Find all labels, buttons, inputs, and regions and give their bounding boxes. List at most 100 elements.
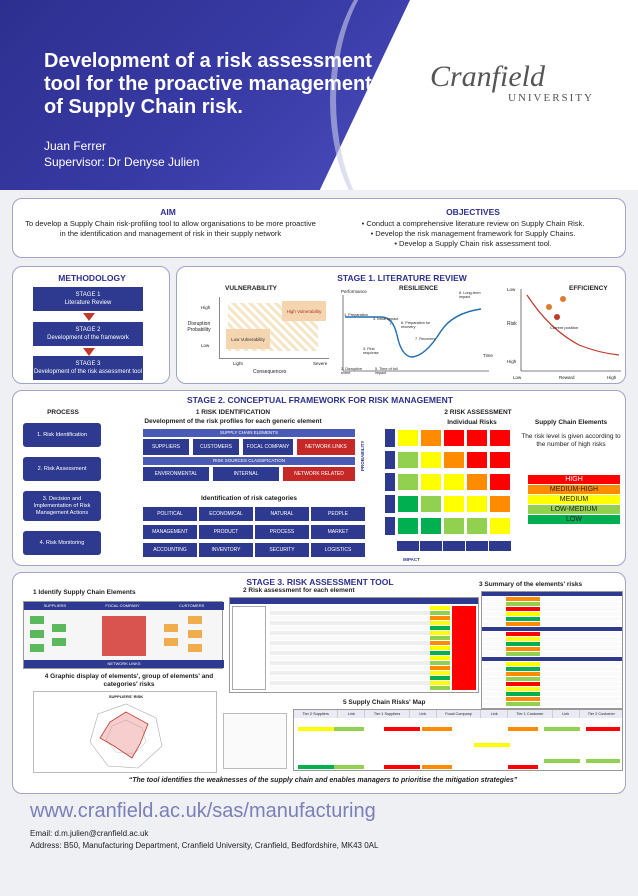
summary-level-cell (506, 662, 540, 666)
risk-table-row (270, 676, 430, 680)
efficiency-chart (520, 289, 621, 372)
meth-step-sub: Development of the risk assessment tool (33, 369, 143, 375)
footer-url[interactable]: www.cranfield.ac.uk/sas/manufacturing (30, 800, 376, 822)
summary-level-cell (506, 692, 540, 696)
risk-table-level-cell (430, 631, 450, 635)
risk-table-row (270, 616, 430, 620)
summary-row (482, 617, 622, 621)
matrix-cell (466, 473, 488, 491)
summary-row (482, 677, 622, 681)
risk-table-final-cell (452, 606, 476, 690)
step2-title: 2 Risk assessment for each element (243, 587, 355, 594)
probability-axis-label: PROBABILITY (360, 440, 365, 471)
category-box: MARKET (311, 525, 365, 539)
summary-row (482, 687, 622, 691)
categories-title: Identification of risk categories (200, 495, 298, 502)
matrix-cell (397, 495, 419, 513)
sc-elements-bar: SUPPLY CHAIN ELEMENTS (143, 429, 355, 437)
diagram-focal-label: FOCAL COMPANY (105, 603, 140, 608)
category-box: PEOPLE (311, 507, 365, 521)
cranfield-logo: Cranfield (430, 60, 546, 93)
matrix-cell (443, 429, 465, 447)
process-step-1: 1. Risk Identification (23, 423, 101, 447)
risk-assess-title: 2 RISK ASSESSMENT (444, 409, 512, 416)
matrix-cell (420, 495, 442, 513)
performance-label: Performance (341, 289, 367, 294)
sc-elements-title: Supply Chain Elements (534, 419, 608, 426)
header: Development of a risk assessment tool fo… (0, 0, 638, 190)
axis-severe-label: Severe (313, 361, 328, 366)
objectives-title: OBJECTIVES (446, 207, 500, 217)
diagram-focal-node (102, 616, 146, 656)
category-box: ECONOMICAL (199, 507, 253, 521)
summary-level-cell (506, 632, 540, 636)
process-step-2: 2. Risk Assessment (23, 457, 101, 481)
risk-map-cell (384, 765, 420, 769)
matrix-col-label (466, 541, 488, 551)
matrix-cell (397, 517, 419, 535)
matrix-cell (420, 429, 442, 447)
summary-row (482, 632, 622, 636)
axis-high-label: High (201, 305, 211, 310)
risk-table-row (270, 636, 430, 640)
stage1-panel: STAGE 1. LITERATURE REVIEW VULNERABILITY… (176, 266, 626, 384)
risk-table-level-cell (430, 606, 450, 610)
step1-title: 1 Identify Supply Chain Elements (33, 589, 136, 596)
risk-table-level-cell (430, 636, 450, 640)
matrix-row-label (385, 473, 395, 491)
radar-chart (89, 703, 163, 769)
risk-matrix (385, 429, 511, 551)
matrix-cell (466, 429, 488, 447)
author-name: Juan Ferrer (44, 139, 107, 153)
objective-item: • Conduct a comprehensive literature rev… (361, 219, 585, 228)
risk-table-level-cell (430, 651, 450, 655)
summary-level-cell (506, 597, 540, 601)
diagram-node (30, 616, 44, 624)
risk-map-tier-header: Link (552, 710, 580, 718)
risk-table-level-cell (430, 681, 450, 685)
risk-map-tier-header: Link (409, 710, 437, 718)
summary-row (482, 662, 622, 666)
risk-table-level-cell (430, 656, 450, 660)
low-vulnerability-box: Low Vulnerability (226, 329, 270, 349)
summary-row (482, 622, 622, 626)
risk-map-cell (298, 765, 334, 769)
matrix-row-label (385, 429, 395, 447)
summary-row (482, 647, 622, 651)
risk-sources-bar: RISK SOURCES CLASSIFICATION (143, 457, 355, 465)
summary-row (482, 702, 622, 706)
matrix-cell (443, 517, 465, 535)
footer-email[interactable]: Email: d.m.julien@cranfield.ac.uk (30, 829, 149, 838)
risk-map-cell (334, 727, 364, 731)
category-box: PRODUCT (199, 525, 253, 539)
step5-title: 5 Supply Chain Risks' Map (343, 699, 426, 706)
individual-risks-title: Individual Risks (447, 419, 497, 426)
res-step: 3. First response (363, 347, 379, 355)
diagram-node (164, 638, 178, 646)
matrix-col-label (420, 541, 442, 551)
category-box: MANAGEMENT (143, 525, 197, 539)
risk-map-cell (586, 727, 620, 731)
risk-assessment-table (229, 597, 479, 693)
summary-row (482, 597, 622, 601)
level-low: LOW (528, 515, 620, 524)
radar-chart-box: SUPPLIERS' RISK (33, 691, 217, 773)
risk-table-row (270, 661, 430, 665)
category-box: ACCOUNTING (143, 543, 197, 557)
arrow-down-icon (83, 313, 95, 321)
axis-light-label: Light (233, 361, 243, 366)
high-vulnerability-box: High Vulnerability (282, 301, 326, 321)
sc-elements-diagram: SUPPLIERS FOCAL COMPANY CUSTOMERS NETWOR… (23, 601, 224, 669)
risk-table-level-cell (430, 666, 450, 670)
risk-id-sub: Development of the risk profiles for eac… (144, 418, 322, 425)
meth-step-label: STAGE 2 (75, 327, 101, 333)
arrow-down-icon (83, 348, 95, 356)
risk-table-level-cell (430, 616, 450, 620)
risk-map-tier-header: Tier 1 Suppliers (365, 710, 410, 718)
matrix-cell (397, 451, 419, 469)
summary-row (482, 652, 622, 656)
process-title: PROCESS (47, 409, 79, 416)
matrix-cell (466, 517, 488, 535)
matrix-cell (466, 495, 488, 513)
